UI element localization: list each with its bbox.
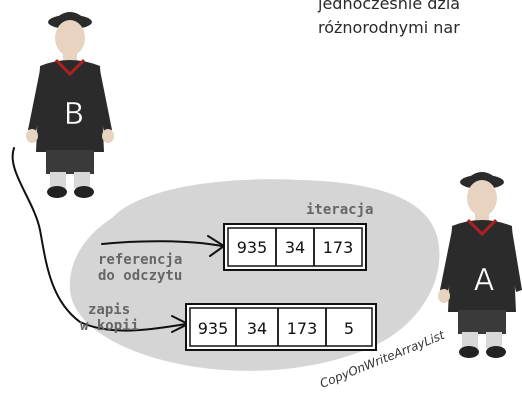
- copy-cell-0: 935: [198, 319, 229, 338]
- iteration-label: iteracja: [306, 202, 374, 218]
- copy-array: [185, 303, 377, 351]
- copy-cell-3: 5: [344, 319, 354, 338]
- worker-a-label: A: [474, 263, 495, 298]
- original-cell-2: 173: [323, 238, 354, 257]
- write-label-line1: zapis: [88, 302, 131, 318]
- write-arrow: [11, 147, 187, 332]
- copy-cell-1: 34: [247, 319, 267, 338]
- original-cell-1: 34: [285, 238, 305, 257]
- intro-line-1: jednocześnie dzia: [318, 0, 461, 13]
- worker-b-label: B: [64, 97, 85, 132]
- write-label-line2: w kopii: [80, 318, 140, 334]
- original-cell-0: 935: [237, 238, 268, 257]
- read-ref-arrow: [101, 240, 223, 247]
- worker-a: [438, 172, 522, 358]
- copy-cell-2: 173: [287, 319, 318, 338]
- original-array: [223, 223, 367, 271]
- intro-line-2: różnorodnymi nar: [318, 18, 460, 37]
- intro-text: jednocześnie dzia różnorodnymi nar: [318, 0, 522, 40]
- worker-b: [26, 12, 114, 198]
- read-ref-label-line2: do odczytu: [98, 268, 183, 284]
- read-ref-label-line1: referencja: [98, 252, 183, 268]
